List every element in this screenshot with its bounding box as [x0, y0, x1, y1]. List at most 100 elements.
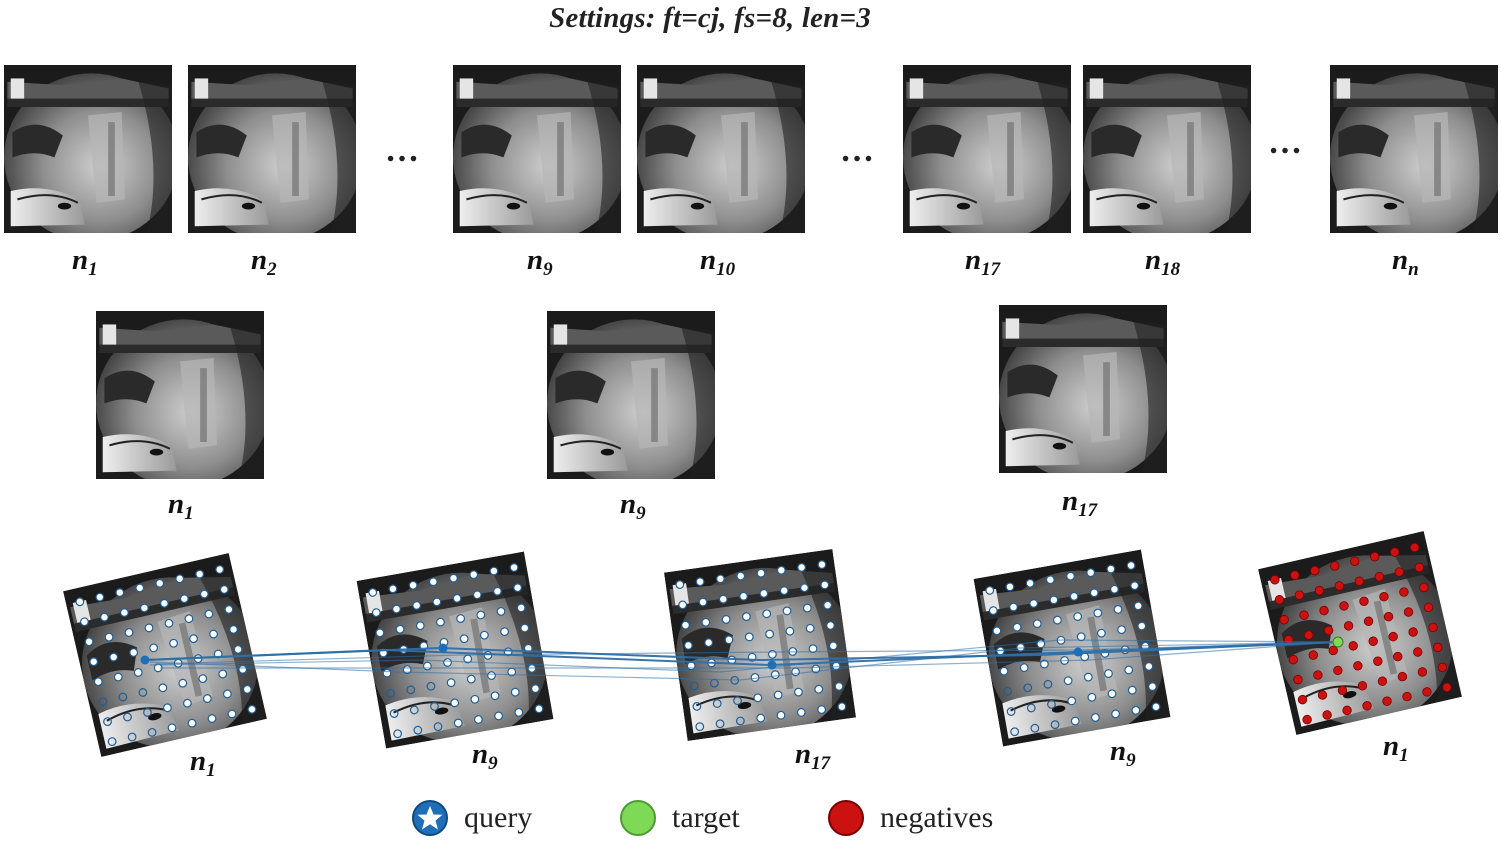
patch-point: [1043, 679, 1053, 689]
patch-point: [202, 694, 212, 703]
patch-point: [1124, 665, 1134, 675]
negative-point: [1417, 667, 1428, 677]
patch-point: [195, 569, 205, 579]
patch-point: [712, 699, 722, 708]
patch-point: [1096, 628, 1106, 638]
patch-point: [432, 597, 442, 607]
sampled-frame-label-base: n: [1062, 485, 1079, 517]
patch-point: [802, 603, 812, 613]
patch-point: [430, 702, 439, 711]
patch-point: [474, 715, 483, 724]
patch-point: [80, 617, 89, 627]
patch-point: [724, 635, 734, 645]
patch-point: [198, 674, 208, 684]
patch-point: [167, 723, 177, 733]
patch-point: [386, 688, 395, 698]
patch-point: [415, 621, 425, 631]
patch-point: [1023, 683, 1033, 693]
negative-point: [1333, 665, 1343, 676]
row1-frame-label: n2: [251, 244, 277, 281]
negative-point: [1342, 705, 1352, 716]
walk-frame-label-base: n: [472, 738, 489, 770]
patch-point: [371, 608, 381, 617]
patch-point: [159, 598, 169, 608]
patch-point: [450, 698, 460, 708]
patch-point: [733, 696, 742, 706]
patch-point: [120, 608, 129, 617]
negative-point: [1414, 562, 1424, 573]
patch-point: [138, 688, 148, 697]
patch-point: [436, 617, 445, 627]
negative-point: [1279, 615, 1289, 625]
negative-point: [1294, 590, 1305, 600]
walk-path-line: [154, 641, 1339, 665]
legend-label: query: [464, 801, 533, 834]
patch-point: [1066, 571, 1075, 581]
sampled-frame-label-base: n: [620, 488, 637, 520]
patch-point: [158, 683, 168, 693]
patch-point: [155, 578, 165, 588]
patch-point: [139, 603, 149, 613]
patch-point: [1144, 662, 1154, 671]
patch-point: [433, 722, 443, 732]
row1-frame-image: [1083, 65, 1251, 233]
patch-point: [75, 597, 85, 607]
patch-point: [1130, 581, 1140, 591]
patch-point: [1029, 599, 1039, 608]
negative-point: [1403, 607, 1414, 617]
target-point: [1332, 636, 1344, 648]
row1-frame-image: [1330, 65, 1498, 233]
negative-point: [1433, 642, 1443, 653]
negative-point: [1419, 582, 1429, 593]
sampled-frame-image: [96, 311, 264, 479]
patch-point: [999, 666, 1009, 676]
patch-point: [509, 563, 519, 572]
patch-point: [490, 691, 500, 701]
patch-point: [144, 623, 154, 633]
negative-point: [1394, 567, 1405, 577]
sampled-frame-image: [547, 311, 715, 479]
patch-point: [1086, 568, 1096, 578]
sampled-frame-label-base: n: [168, 488, 185, 520]
negative-point: [1328, 645, 1338, 656]
patch-point: [476, 610, 486, 620]
patch-point: [164, 618, 174, 628]
patch-point: [1087, 692, 1097, 702]
patch-point: [516, 603, 526, 613]
patch-point: [163, 703, 172, 713]
walk-frame-label-sub: 9: [1126, 750, 1136, 771]
patch-point: [459, 634, 469, 644]
patch-point: [1106, 564, 1116, 574]
ellipsis: …: [1268, 124, 1305, 161]
patch-point: [389, 709, 399, 718]
patch-point: [368, 588, 378, 597]
patch-point: [1127, 685, 1137, 695]
patch-point: [1010, 727, 1020, 737]
patch-point: [695, 577, 705, 587]
patch-point: [692, 701, 702, 711]
patch-point: [785, 626, 795, 636]
patch-point: [1137, 621, 1147, 631]
walk-frame-label-base: n: [1383, 730, 1400, 762]
negative-point: [1323, 625, 1334, 636]
patch-point: [817, 560, 827, 570]
selected-patch-point: [767, 660, 777, 670]
negative-point: [1353, 661, 1363, 671]
patch-point: [127, 732, 137, 742]
patch-point: [1053, 615, 1062, 625]
patch-point: [1050, 720, 1060, 730]
patch-point: [89, 657, 99, 667]
negative-point: [1343, 621, 1354, 631]
patch-point: [175, 574, 185, 584]
row1-frame-label: nn: [1392, 244, 1419, 281]
patch-point: [1063, 676, 1073, 686]
row1-frame-label-base: n: [1392, 244, 1409, 276]
patch-point: [721, 615, 731, 624]
negative-point: [1409, 542, 1420, 553]
patch-point: [514, 707, 524, 717]
patch-point: [675, 580, 685, 589]
row1-frame-label-base: n: [700, 244, 717, 276]
negative-point: [1373, 656, 1383, 666]
row1-frame-label: n17: [965, 244, 1000, 281]
legend-item-query: query: [412, 800, 532, 836]
